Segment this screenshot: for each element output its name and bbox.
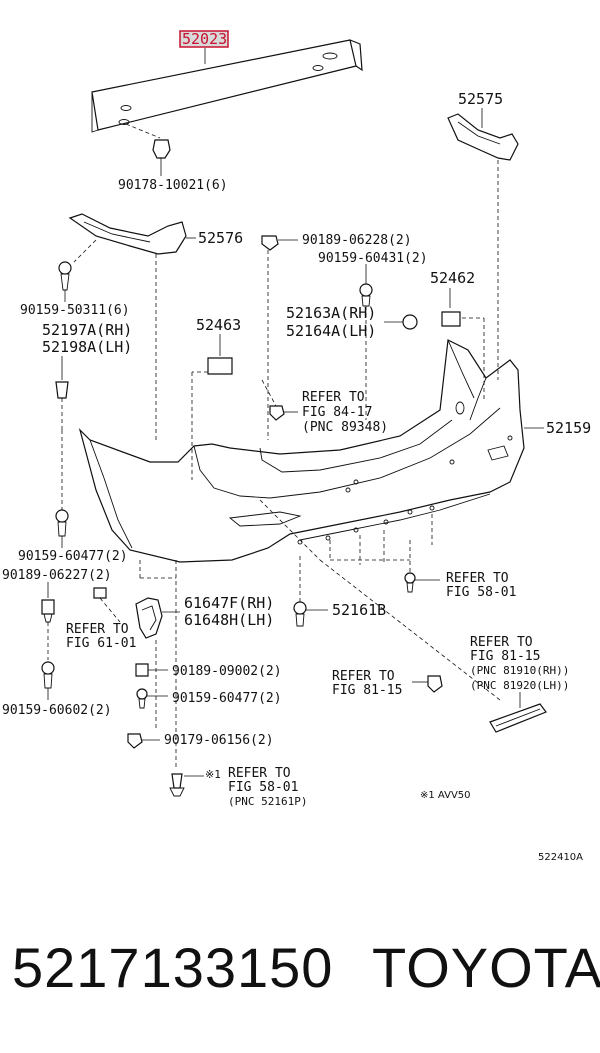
part-52197a [55, 356, 69, 430]
label-90159-60602: 90159-60602(2) [2, 703, 112, 718]
screw-90159-60602 [41, 661, 55, 700]
label-52023: 52023 [182, 30, 227, 48]
part-number: 5217133150 [12, 936, 334, 999]
screw-ref-58-01-b [169, 773, 204, 797]
label-52198a: 52198A(LH) [42, 338, 132, 356]
screw-90159-60431 [359, 264, 373, 420]
clip-ref-61-01 [93, 587, 121, 623]
ref-84-17-l3: (PNC 89348) [302, 420, 388, 435]
label-90159-50311: 90159-50311(6) [20, 303, 130, 318]
label-52159: 52159 [546, 419, 591, 437]
highlight-box [179, 30, 229, 48]
nut-90179-06156 [127, 640, 160, 749]
nut-90178 [125, 123, 171, 176]
ref-58-01-b-mark: ※1 [205, 768, 221, 781]
label-61648h: 61648H(LH) [184, 611, 274, 629]
ref-81-15-b-l2: FIG 81-15 [332, 683, 402, 698]
label-52197a: 52197A(RH) [42, 321, 132, 339]
figure-code: 522410A [538, 852, 583, 863]
ref-58-01-b-l3: (PNC 52161P) [228, 795, 307, 808]
screw-90159-60477-b [136, 688, 168, 709]
bracket-52576 [68, 213, 196, 440]
label-90178-10021: 90178-10021(6) [118, 178, 228, 193]
label-90159-60431: 90159-60431(2) [318, 251, 428, 266]
bumper-cover-52159 [78, 339, 544, 563]
label-90189-09002: 90189-09002(2) [172, 664, 282, 679]
clip-ref-84-17 [261, 379, 298, 421]
label-90179-06156: 90179-06156(2) [164, 733, 274, 748]
ref-58-01-b-l2: FIG 58-01 [228, 780, 298, 795]
clip-90189-06228 [261, 235, 298, 440]
reflector [489, 692, 547, 733]
nut-ref-81-15-b [412, 675, 443, 693]
footer: 5217133150 TOYOTA [0, 935, 600, 1025]
label-52462: 52462 [430, 269, 475, 287]
ref-81-15-a-l2: FIG 81-15 [470, 649, 540, 664]
retainer-52462 [441, 288, 485, 400]
label-52463: 52463 [196, 316, 241, 334]
screw-ref-58-01-a [404, 572, 440, 593]
ref-81-15-a-l4: (PNC 81920(LH)) [470, 679, 569, 692]
ref-81-15-a-l1: REFER TO [470, 635, 533, 650]
ref-61-01-l2: FIG 61-01 [66, 636, 136, 651]
screw-90159-50311 [58, 261, 72, 302]
ref-81-15-a-l3: (PNC 81910(RH)) [470, 664, 569, 677]
bracket-61647f [135, 597, 180, 639]
ref-84-17-l2: FIG 84-17 [302, 405, 372, 420]
brand-name: TOYOTA [372, 936, 600, 999]
ref-58-01-a-l2: FIG 58-01 [446, 585, 516, 600]
retainer-52463 [191, 334, 233, 480]
label-61647f: 61647F(RH) [184, 594, 274, 612]
ref-81-15-b-l1: REFER TO [332, 669, 395, 684]
clip-90189-06227 [41, 582, 55, 660]
reinforcement-beam [91, 39, 363, 133]
label-52575: 52575 [458, 90, 503, 108]
note-avv50: ※1 AVV50 [420, 790, 471, 801]
label-90159-60477-b: 90159-60477(2) [172, 691, 282, 706]
label-52161b: 52161B [332, 601, 386, 619]
screw-90189-09002 [135, 663, 168, 677]
screw-52161b [293, 601, 328, 627]
ref-58-01-b-l1: REFER TO [228, 766, 291, 781]
dashed-guides [61, 430, 501, 770]
screw-90159-60477-a [55, 509, 69, 548]
parts-diagram: 52023 90178-10021(6) 52575 52576 90159-5… [2, 30, 591, 863]
part-52163a [384, 314, 418, 330]
label-90189-06227: 90189-06227(2) [2, 568, 112, 583]
ref-58-01-a-l1: REFER TO [446, 571, 509, 586]
label-52576: 52576 [198, 229, 243, 247]
ref-84-17-l1: REFER TO [302, 390, 365, 405]
label-52164a: 52164A(LH) [286, 322, 376, 340]
label-90189-06228: 90189-06228(2) [302, 233, 412, 248]
label-52163a: 52163A(RH) [286, 304, 376, 322]
label-90159-60477-a: 90159-60477(2) [18, 549, 128, 564]
bracket-52575 [447, 108, 519, 380]
ref-61-01-l1: REFER TO [66, 622, 129, 637]
